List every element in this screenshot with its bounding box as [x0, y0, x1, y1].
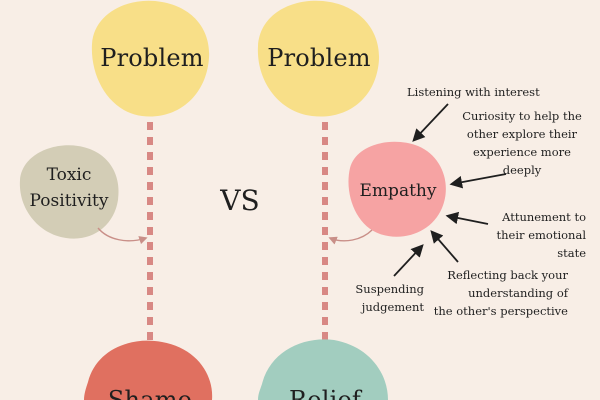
left-problem-blob	[91, 0, 210, 117]
left-problem-label: Problem	[100, 44, 204, 72]
note-curiosity: Curiosity to help the other explore thei…	[458, 107, 586, 179]
right-problem-blob	[257, 0, 380, 117]
attunement-arrow	[445, 211, 489, 225]
empathy-label: Empathy	[359, 181, 437, 201]
relief-label: Relief	[289, 386, 361, 400]
note-attunement-line-2: their emotional	[496, 228, 586, 242]
toxic-positivity-label: Toxic Positivity	[18, 162, 120, 214]
empathy-to-line-curve	[328, 229, 373, 245]
note-reflecting-line-3: the other's perspective	[433, 304, 568, 318]
note-curiosity-line-4: deeply	[502, 163, 542, 177]
vs-label: VS	[220, 184, 260, 217]
note-attunement-line-3: state	[557, 246, 586, 260]
shame-label: Shame	[107, 386, 193, 400]
toxic-positivity-blob	[19, 145, 119, 239]
note-attunement: Attunement to their emotional state	[486, 208, 586, 262]
note-curiosity-line-2: other explore their	[466, 127, 578, 141]
note-attunement-line-1: Attunement to	[502, 210, 586, 224]
note-suspending-line-2: judgement	[361, 300, 424, 314]
curiosity-arrow	[449, 173, 507, 189]
suspending-arrow	[393, 244, 424, 277]
note-curiosity-line-1: Curiosity to help the	[462, 109, 582, 123]
relief-blob	[258, 339, 388, 400]
shame-blob	[84, 340, 213, 400]
note-listening: Listening with interest	[407, 85, 540, 99]
toxic-positivity-line-2: Positivity	[29, 191, 109, 211]
note-curiosity-line-3: experience more	[473, 145, 571, 159]
reflecting-arrow	[430, 230, 459, 263]
toxic-to-line-curve	[97, 227, 148, 245]
empathy-blob	[348, 141, 446, 237]
right-problem-label: Problem	[267, 44, 371, 72]
note-reflecting: Reflecting back your understanding of th…	[426, 266, 568, 320]
listening-arrow	[412, 103, 449, 142]
note-suspending-line-1: Suspending	[355, 282, 424, 296]
note-reflecting-line-2: understanding of	[468, 286, 568, 300]
note-suspending: Suspending judgement	[344, 280, 424, 316]
toxic-positivity-line-1: Toxic	[46, 165, 92, 185]
note-reflecting-line-1: Reflecting back your	[447, 268, 568, 282]
